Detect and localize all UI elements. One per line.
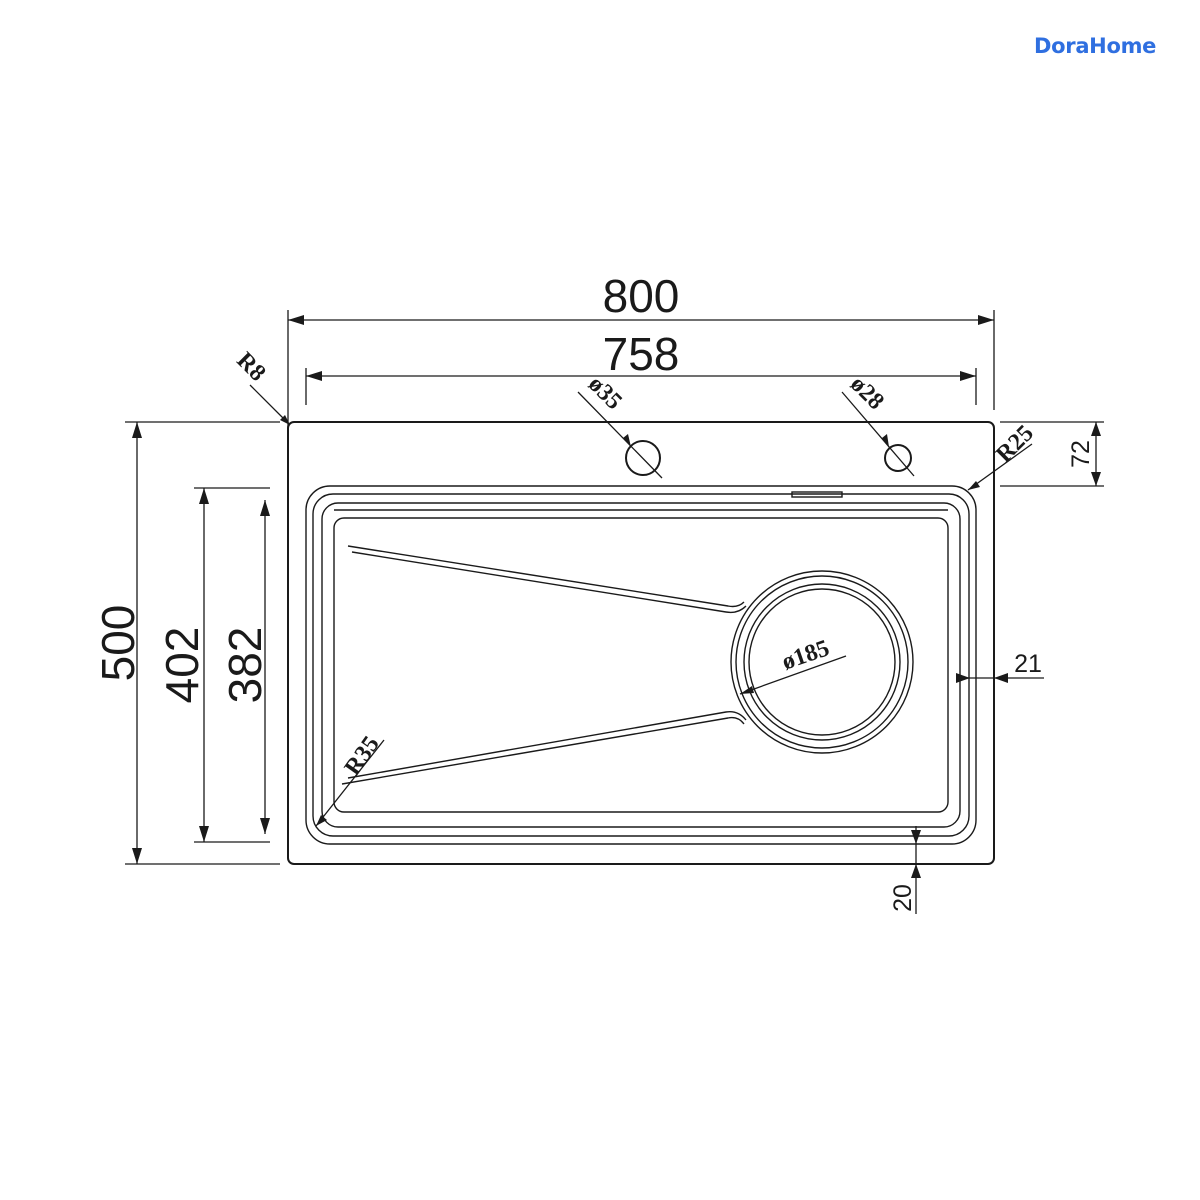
leader-r8: R8 [231, 347, 291, 426]
bowl-floor [333, 517, 949, 813]
dim-overall-depth: 500 [92, 421, 280, 865]
dim-bowl-depth-inner: 382 [219, 500, 271, 834]
overflow-slot [791, 491, 843, 498]
drain-channel [341, 545, 747, 785]
right-offset-label: 21 [1014, 650, 1042, 678]
accessory-hole-label: ø28 [845, 371, 889, 415]
overall-depth-label: 500 [92, 605, 144, 682]
bowl-rim-outer [305, 485, 977, 845]
dim-bowl-width: 758 [305, 328, 977, 405]
upper-groove-line-1 [347, 545, 745, 608]
bowl-width-label: 758 [603, 328, 680, 380]
dim-right-offset: 21 [956, 650, 1044, 683]
r25-label: R25 [991, 420, 1039, 468]
drain-center-ring [748, 588, 896, 736]
lower-groove-line-2 [347, 710, 747, 779]
drain-circle [730, 570, 914, 754]
sink-outline [287, 421, 995, 865]
dim-front-offset: 20 [889, 826, 921, 914]
leader-accessory-hole: ø28 [841, 371, 915, 477]
bowl-depth-outer-label: 402 [156, 627, 208, 704]
r8-label: R8 [231, 347, 270, 386]
leader-tap-hole: ø35 [577, 371, 663, 479]
overall-width-label: 800 [603, 270, 680, 322]
drain-diameter-label: ø185 [779, 635, 833, 675]
dim-rim-to-bowl: 72 [1000, 421, 1104, 487]
rim-to-bowl-label: 72 [1067, 440, 1095, 468]
tap-holes [625, 440, 912, 476]
bowl-rim-inner [321, 502, 961, 828]
front-offset-label: 20 [889, 884, 917, 912]
drain-inner-ring [743, 583, 901, 741]
upper-groove-line-2 [351, 551, 747, 614]
brand-logo: DoraHome [1034, 34, 1156, 58]
sink-outer-deck [287, 421, 995, 865]
dim-overall-width: 800 [287, 270, 995, 430]
leader-drain: ø185 [739, 635, 847, 695]
tap-hole [625, 440, 661, 476]
leader-r25: R25 [967, 420, 1039, 491]
dim-bowl-depth-outer: 402 [156, 487, 270, 843]
brand-logo-text: DoraHome [1034, 34, 1157, 58]
drain-outer-ring [730, 570, 914, 754]
bowl-rim-middle [312, 493, 970, 837]
drain-middle-ring [735, 575, 909, 749]
bowl-depth-inner-label: 382 [219, 627, 271, 704]
lower-groove-line-1 [341, 716, 745, 785]
accessory-hole [884, 444, 912, 472]
